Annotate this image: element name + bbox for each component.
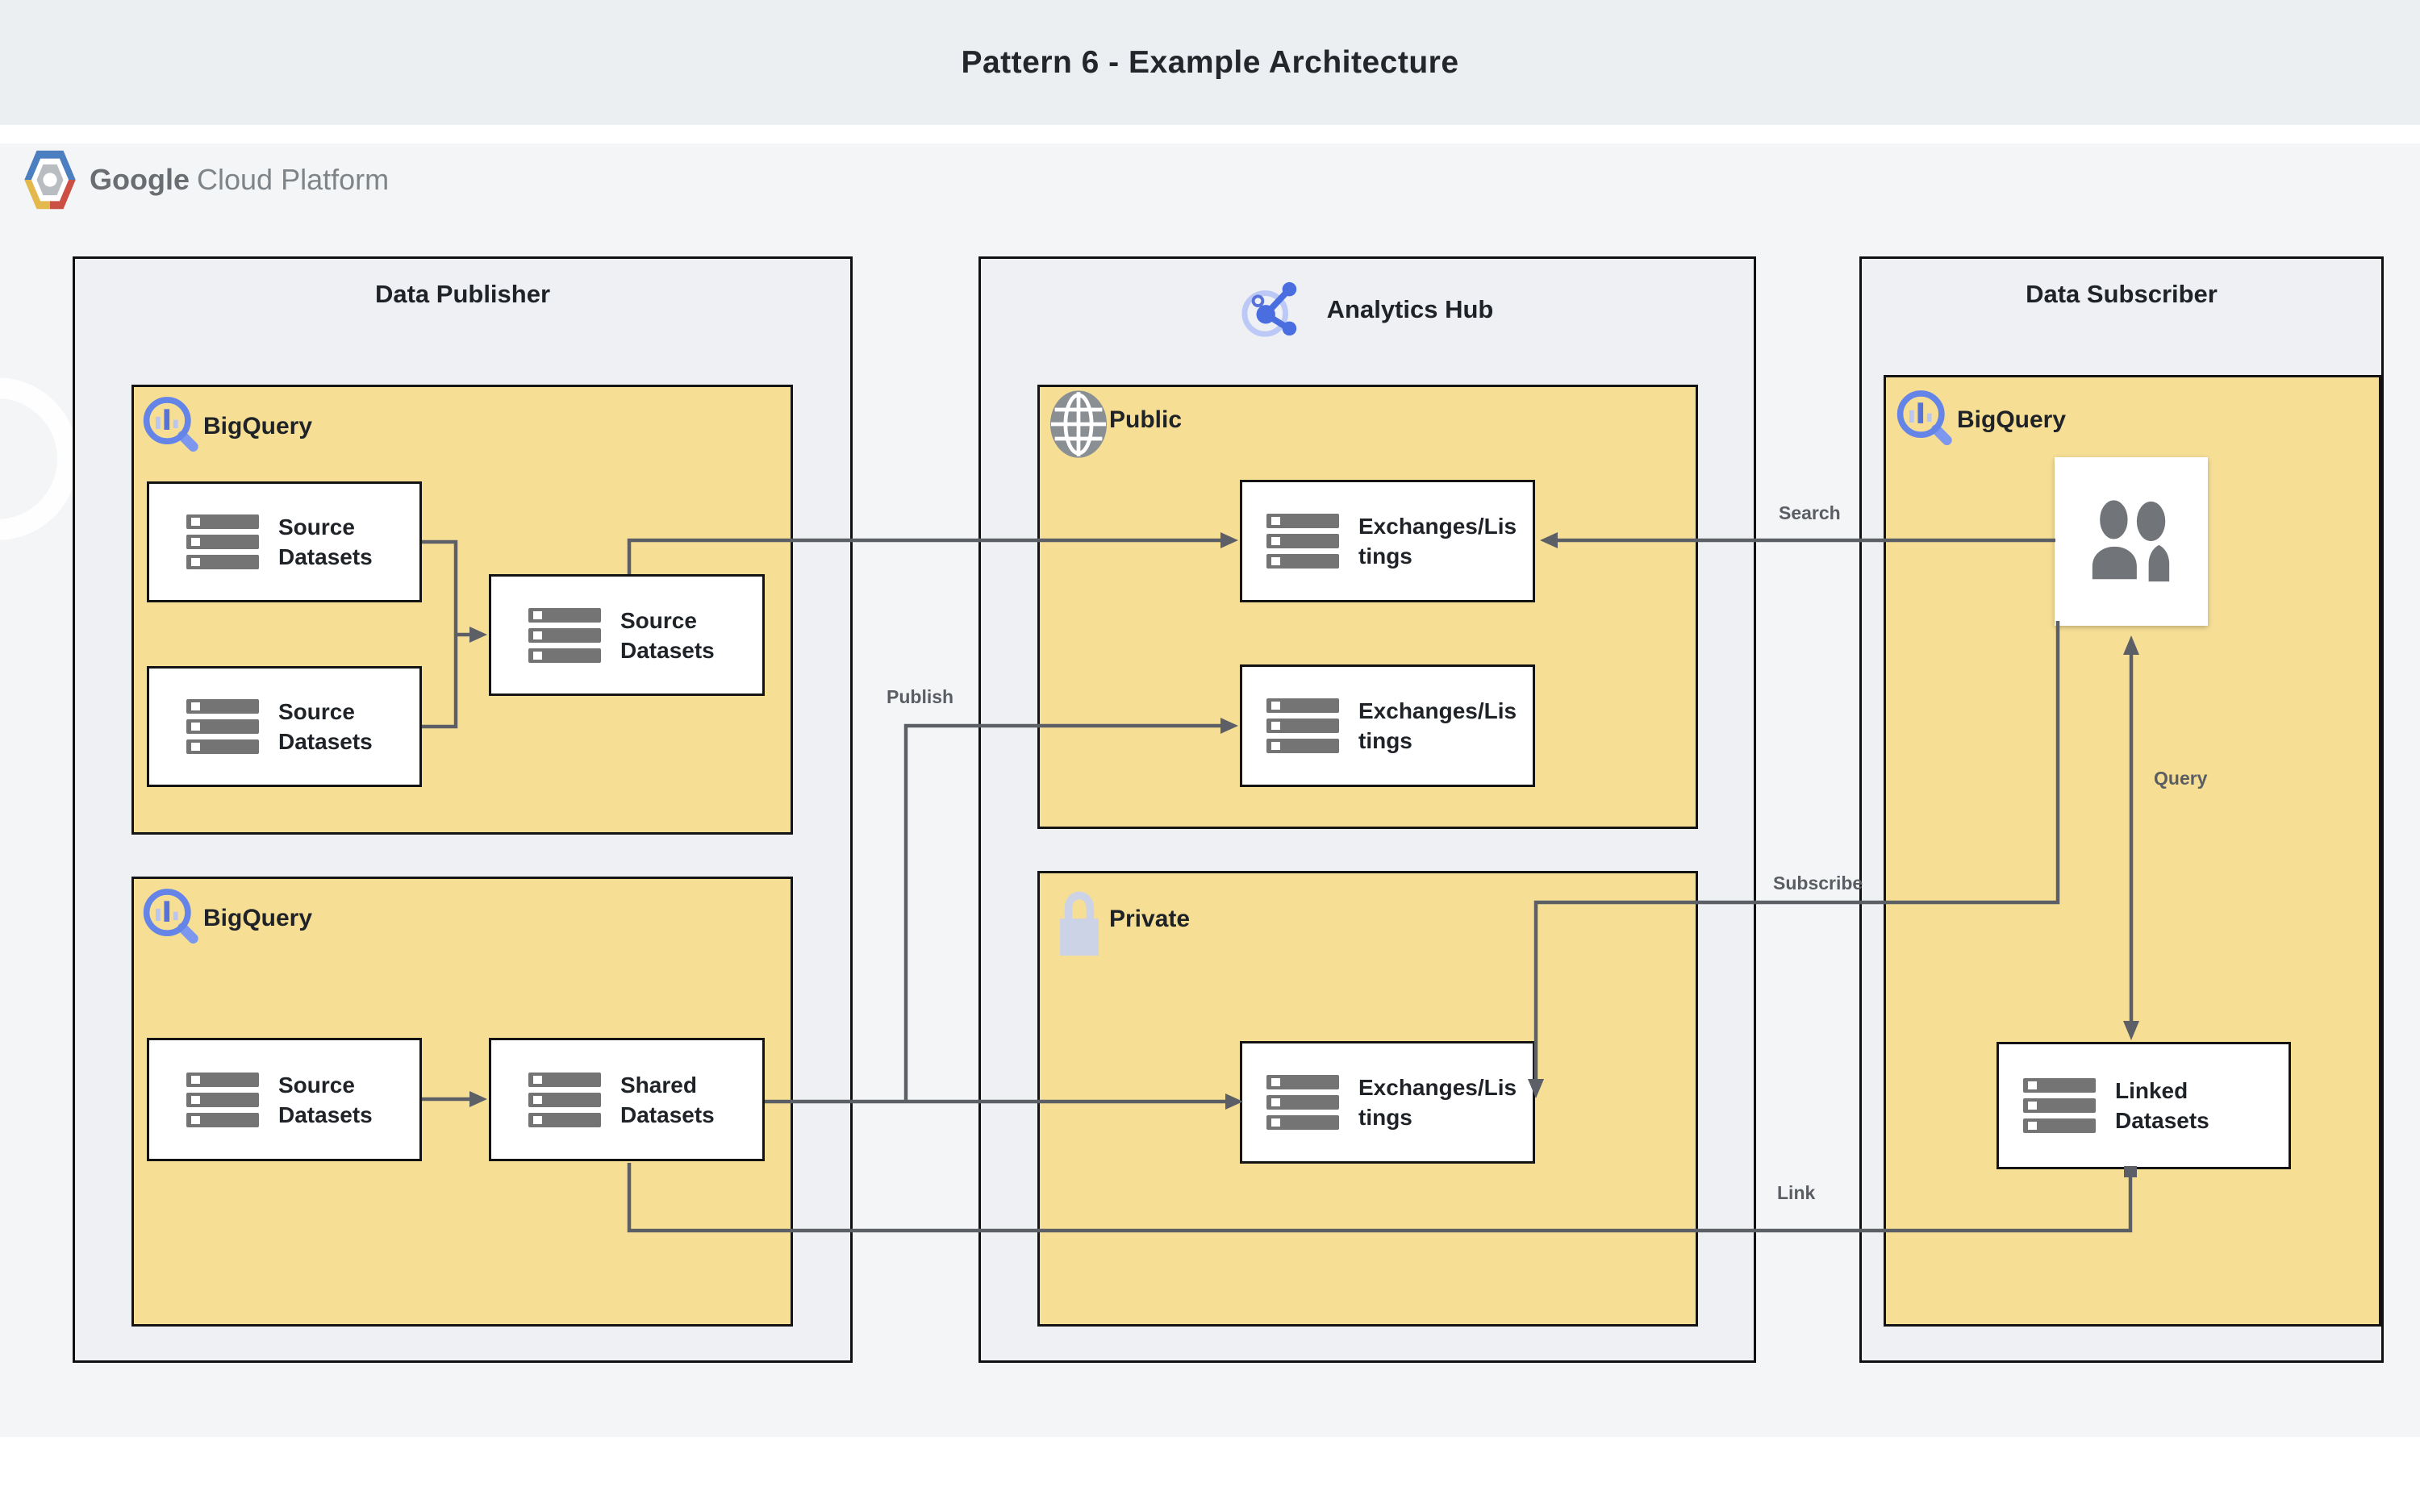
lock-icon bbox=[1059, 885, 1099, 957]
gcp-hexagon-icon bbox=[23, 149, 77, 210]
node-label: Source Datasets bbox=[620, 607, 715, 663]
node-label: Exchanges/Lis tings bbox=[1358, 1075, 1517, 1130]
node-label: Source Datasets bbox=[278, 699, 373, 754]
node-source-datasets-merged: Source Datasets bbox=[489, 574, 765, 696]
analytics-hub-icon bbox=[1241, 278, 1303, 341]
datasets-icon bbox=[186, 1073, 261, 1127]
analytics-hub-title-row: Analytics Hub bbox=[981, 278, 1754, 341]
node-label: Source Datasets bbox=[278, 1072, 373, 1127]
globe-icon bbox=[1049, 389, 1108, 459]
datasets-icon bbox=[186, 699, 261, 754]
edge-label-link: Link bbox=[1777, 1182, 1816, 1203]
gcp-brand-bold: Google bbox=[90, 163, 190, 196]
group-label-private: Private bbox=[1109, 906, 1191, 932]
datasets-icon bbox=[1266, 698, 1341, 753]
datasets-icon bbox=[186, 514, 261, 569]
datasets-icon bbox=[528, 1073, 603, 1127]
edge-label-subscribe: Subscribe bbox=[1773, 873, 1863, 893]
node-label: Linked Datasets bbox=[2115, 1078, 2209, 1133]
group-label-bigquery: BigQuery bbox=[1957, 406, 2067, 433]
subscriber-users-card bbox=[2055, 457, 2208, 626]
node-label: Source Datasets bbox=[278, 514, 373, 569]
node-source-datasets-b: Source Datasets bbox=[147, 666, 422, 787]
edge-label-publish: Publish bbox=[887, 686, 954, 707]
node-label: Exchanges/Lis tings bbox=[1358, 698, 1517, 753]
container-title-data-subscriber: Data Subscriber bbox=[2026, 280, 2218, 308]
node-label: Shared Datasets bbox=[620, 1072, 715, 1127]
edge-label-search: Search bbox=[1779, 502, 1841, 523]
node-exchanges-listings-private: Exchanges/Lis tings bbox=[1240, 1041, 1535, 1164]
node-source-datasets-d: Source Datasets bbox=[147, 1038, 422, 1161]
bigquery-icon bbox=[140, 394, 202, 464]
users-icon bbox=[2084, 496, 2179, 588]
page-title: Pattern 6 - Example Architecture bbox=[961, 45, 1459, 80]
gcp-brand-light: Cloud Platform bbox=[197, 163, 390, 196]
datasets-icon bbox=[1266, 1075, 1341, 1130]
group-label-bigquery: BigQuery bbox=[203, 413, 313, 439]
node-label: Exchanges/Lis tings bbox=[1358, 514, 1517, 569]
node-exchanges-listings-public-2: Exchanges/Lis tings bbox=[1240, 664, 1535, 787]
white-strip bbox=[0, 125, 2420, 144]
group-label-bigquery: BigQuery bbox=[203, 905, 313, 931]
edge-label-query: Query bbox=[2154, 768, 2208, 789]
node-shared-datasets: Shared Datasets bbox=[489, 1038, 765, 1161]
node-linked-datasets: Linked Datasets bbox=[1996, 1042, 2291, 1169]
datasets-icon bbox=[1266, 514, 1341, 569]
node-source-datasets-a: Source Datasets bbox=[147, 481, 422, 602]
bigquery-icon bbox=[140, 885, 202, 956]
container-title-data-publisher: Data Publisher bbox=[374, 280, 551, 308]
datasets-icon bbox=[2023, 1078, 2097, 1133]
group-label-public: Public bbox=[1109, 406, 1183, 433]
datasets-icon bbox=[528, 608, 603, 663]
node-exchanges-listings-public-1: Exchanges/Lis tings bbox=[1240, 480, 1535, 602]
container-title-analytics-hub: Analytics Hub bbox=[1326, 295, 1494, 323]
bottom-band bbox=[0, 1437, 2420, 1512]
title-band bbox=[0, 0, 2420, 125]
bigquery-icon bbox=[1894, 387, 1955, 458]
